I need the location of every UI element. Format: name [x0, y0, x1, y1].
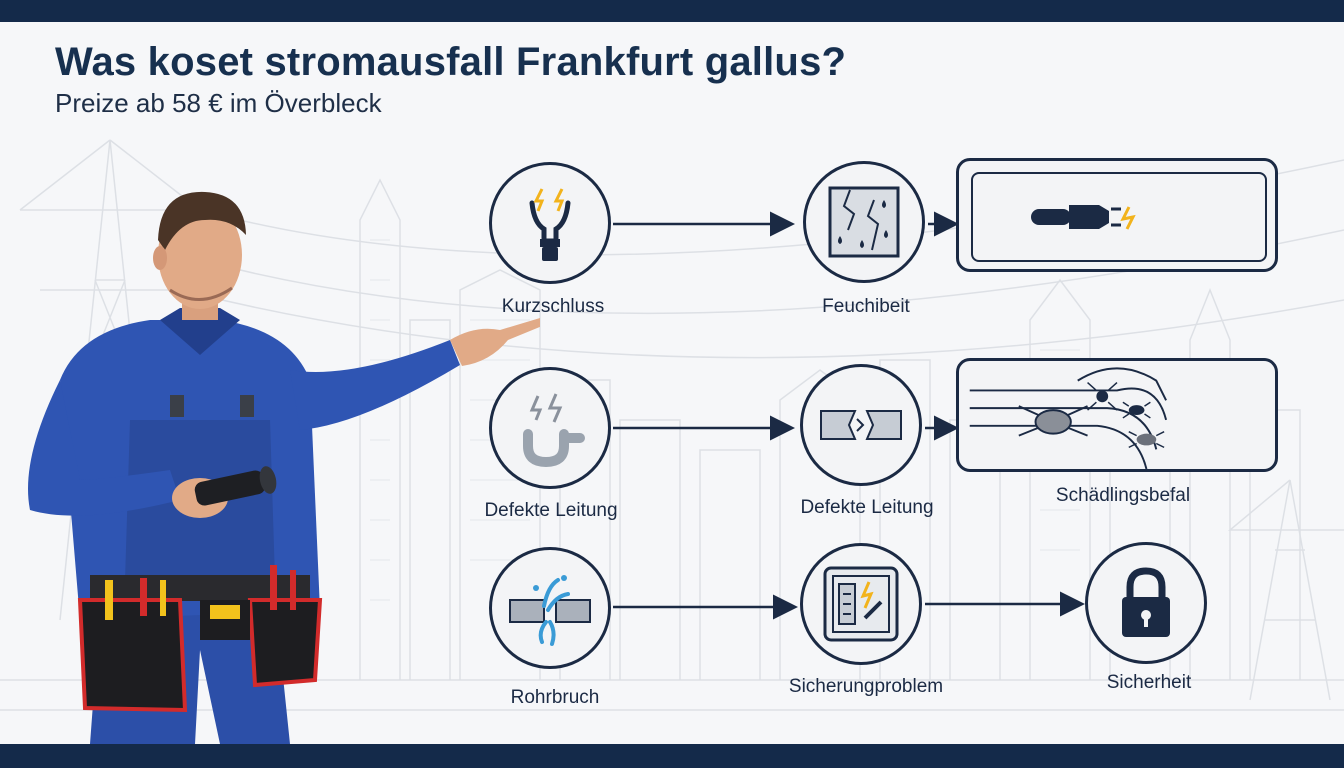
cracked-wet-wall-icon: [828, 186, 900, 258]
node-flashlight-panel: [956, 158, 1278, 272]
padlock-icon: [1122, 567, 1170, 637]
flashlight-icon: [194, 466, 277, 506]
fuse-box-icon: [823, 566, 899, 642]
page-subtitle: Preize ab 58 € im Överbleck: [55, 88, 382, 118]
broken-pipe-spark-icon: [523, 393, 585, 468]
pests-on-wires-icon: [969, 367, 1168, 469]
node-pests-panel: [956, 358, 1278, 472]
node-defekte-leitung-1: [489, 367, 611, 489]
node-sicherungproblem: [800, 543, 922, 665]
flashlight-spark-icon: [1031, 205, 1136, 230]
label-sicherheit: Sicherheit: [1106, 672, 1192, 693]
burst-pipe-icon: [509, 575, 591, 646]
label-rohrbruch: Rohrbruch: [510, 687, 600, 708]
node-sicherheit: [1085, 542, 1207, 664]
node-defekte-leitung-2: [800, 364, 922, 486]
label-kurzschluss: Kurzschluss: [501, 296, 605, 317]
label-defekte-leitung-1: Defekte Leitung: [484, 500, 618, 521]
label-defekte-leitung-2: Defekte Leitung: [800, 497, 934, 518]
label-sicherungproblem: Sicherungproblem: [788, 676, 944, 697]
page-title: Was koset stromausfall Frankfurt gallus?: [55, 40, 847, 84]
broken-wire-icon: [820, 410, 902, 440]
electrician-illustration: [28, 191, 540, 744]
bottom-banner: [0, 744, 1344, 768]
node-rohrbruch: [489, 547, 611, 669]
label-feuchibeit: Feuchibeit: [822, 296, 910, 317]
node-kurzschluss: [489, 162, 611, 284]
top-banner: [0, 0, 1344, 22]
light-bulb-spark-icon: [529, 188, 571, 261]
label-schaedlingsbefal: Schädlingsbefal: [1055, 485, 1191, 506]
node-feuchibeit: [803, 161, 925, 283]
